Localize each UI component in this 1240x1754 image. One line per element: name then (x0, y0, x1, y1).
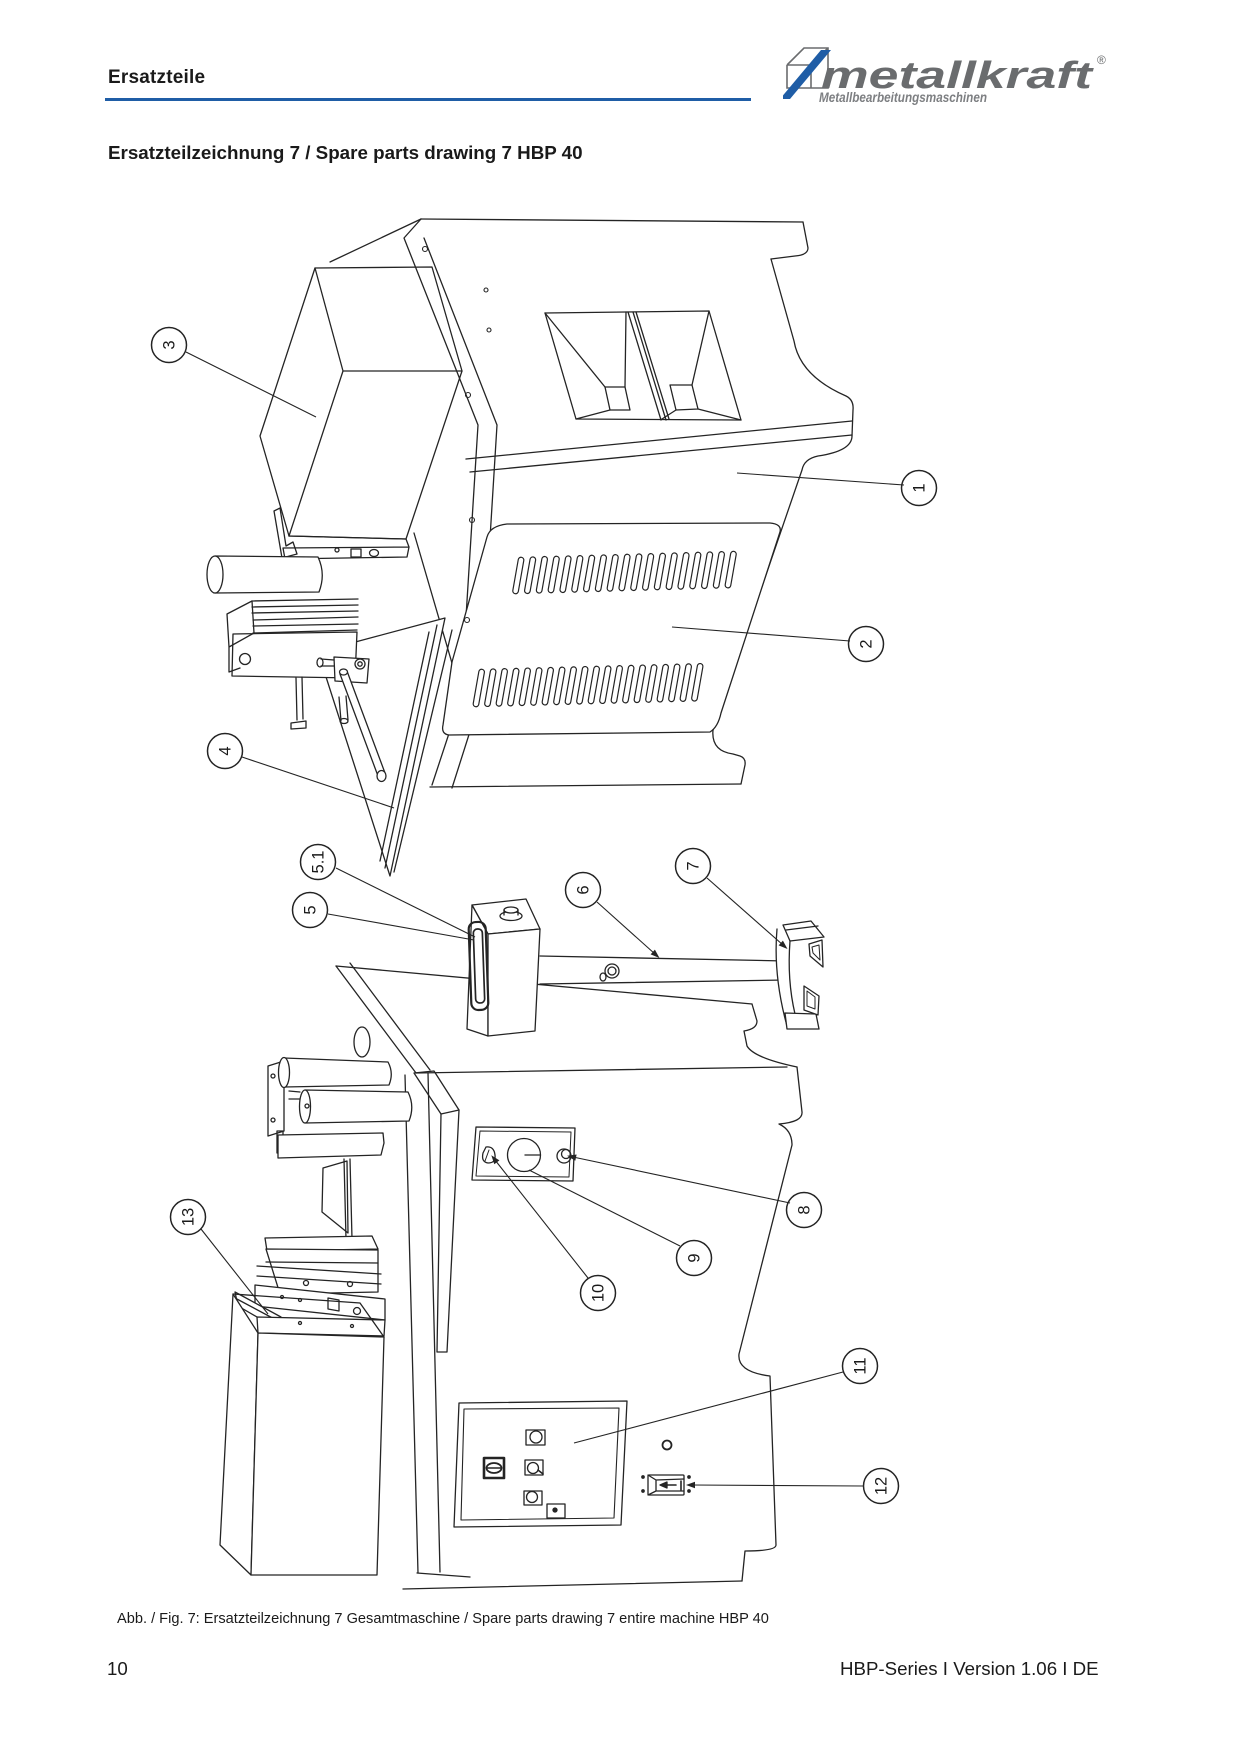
svg-text:10: 10 (590, 1284, 608, 1302)
svg-text:9: 9 (686, 1253, 704, 1262)
svg-text:®: ® (1097, 53, 1106, 67)
svg-text:1: 1 (911, 483, 929, 492)
svg-text:4: 4 (217, 746, 235, 755)
svg-text:12: 12 (873, 1477, 891, 1495)
svg-text:Metallbearbeitungsmaschinen: Metallbearbeitungsmaschinen (819, 90, 987, 105)
svg-text:11: 11 (852, 1357, 870, 1374)
svg-text:7: 7 (685, 861, 703, 870)
svg-text:8: 8 (796, 1205, 814, 1214)
svg-text:2: 2 (858, 639, 876, 648)
svg-text:5.1: 5.1 (310, 851, 328, 874)
svg-text:13: 13 (180, 1208, 198, 1226)
svg-text:5: 5 (302, 905, 320, 914)
svg-text:6: 6 (575, 885, 593, 894)
svg-text:metallkraft: metallkraft (821, 55, 1094, 97)
svg-text:3: 3 (161, 340, 179, 349)
